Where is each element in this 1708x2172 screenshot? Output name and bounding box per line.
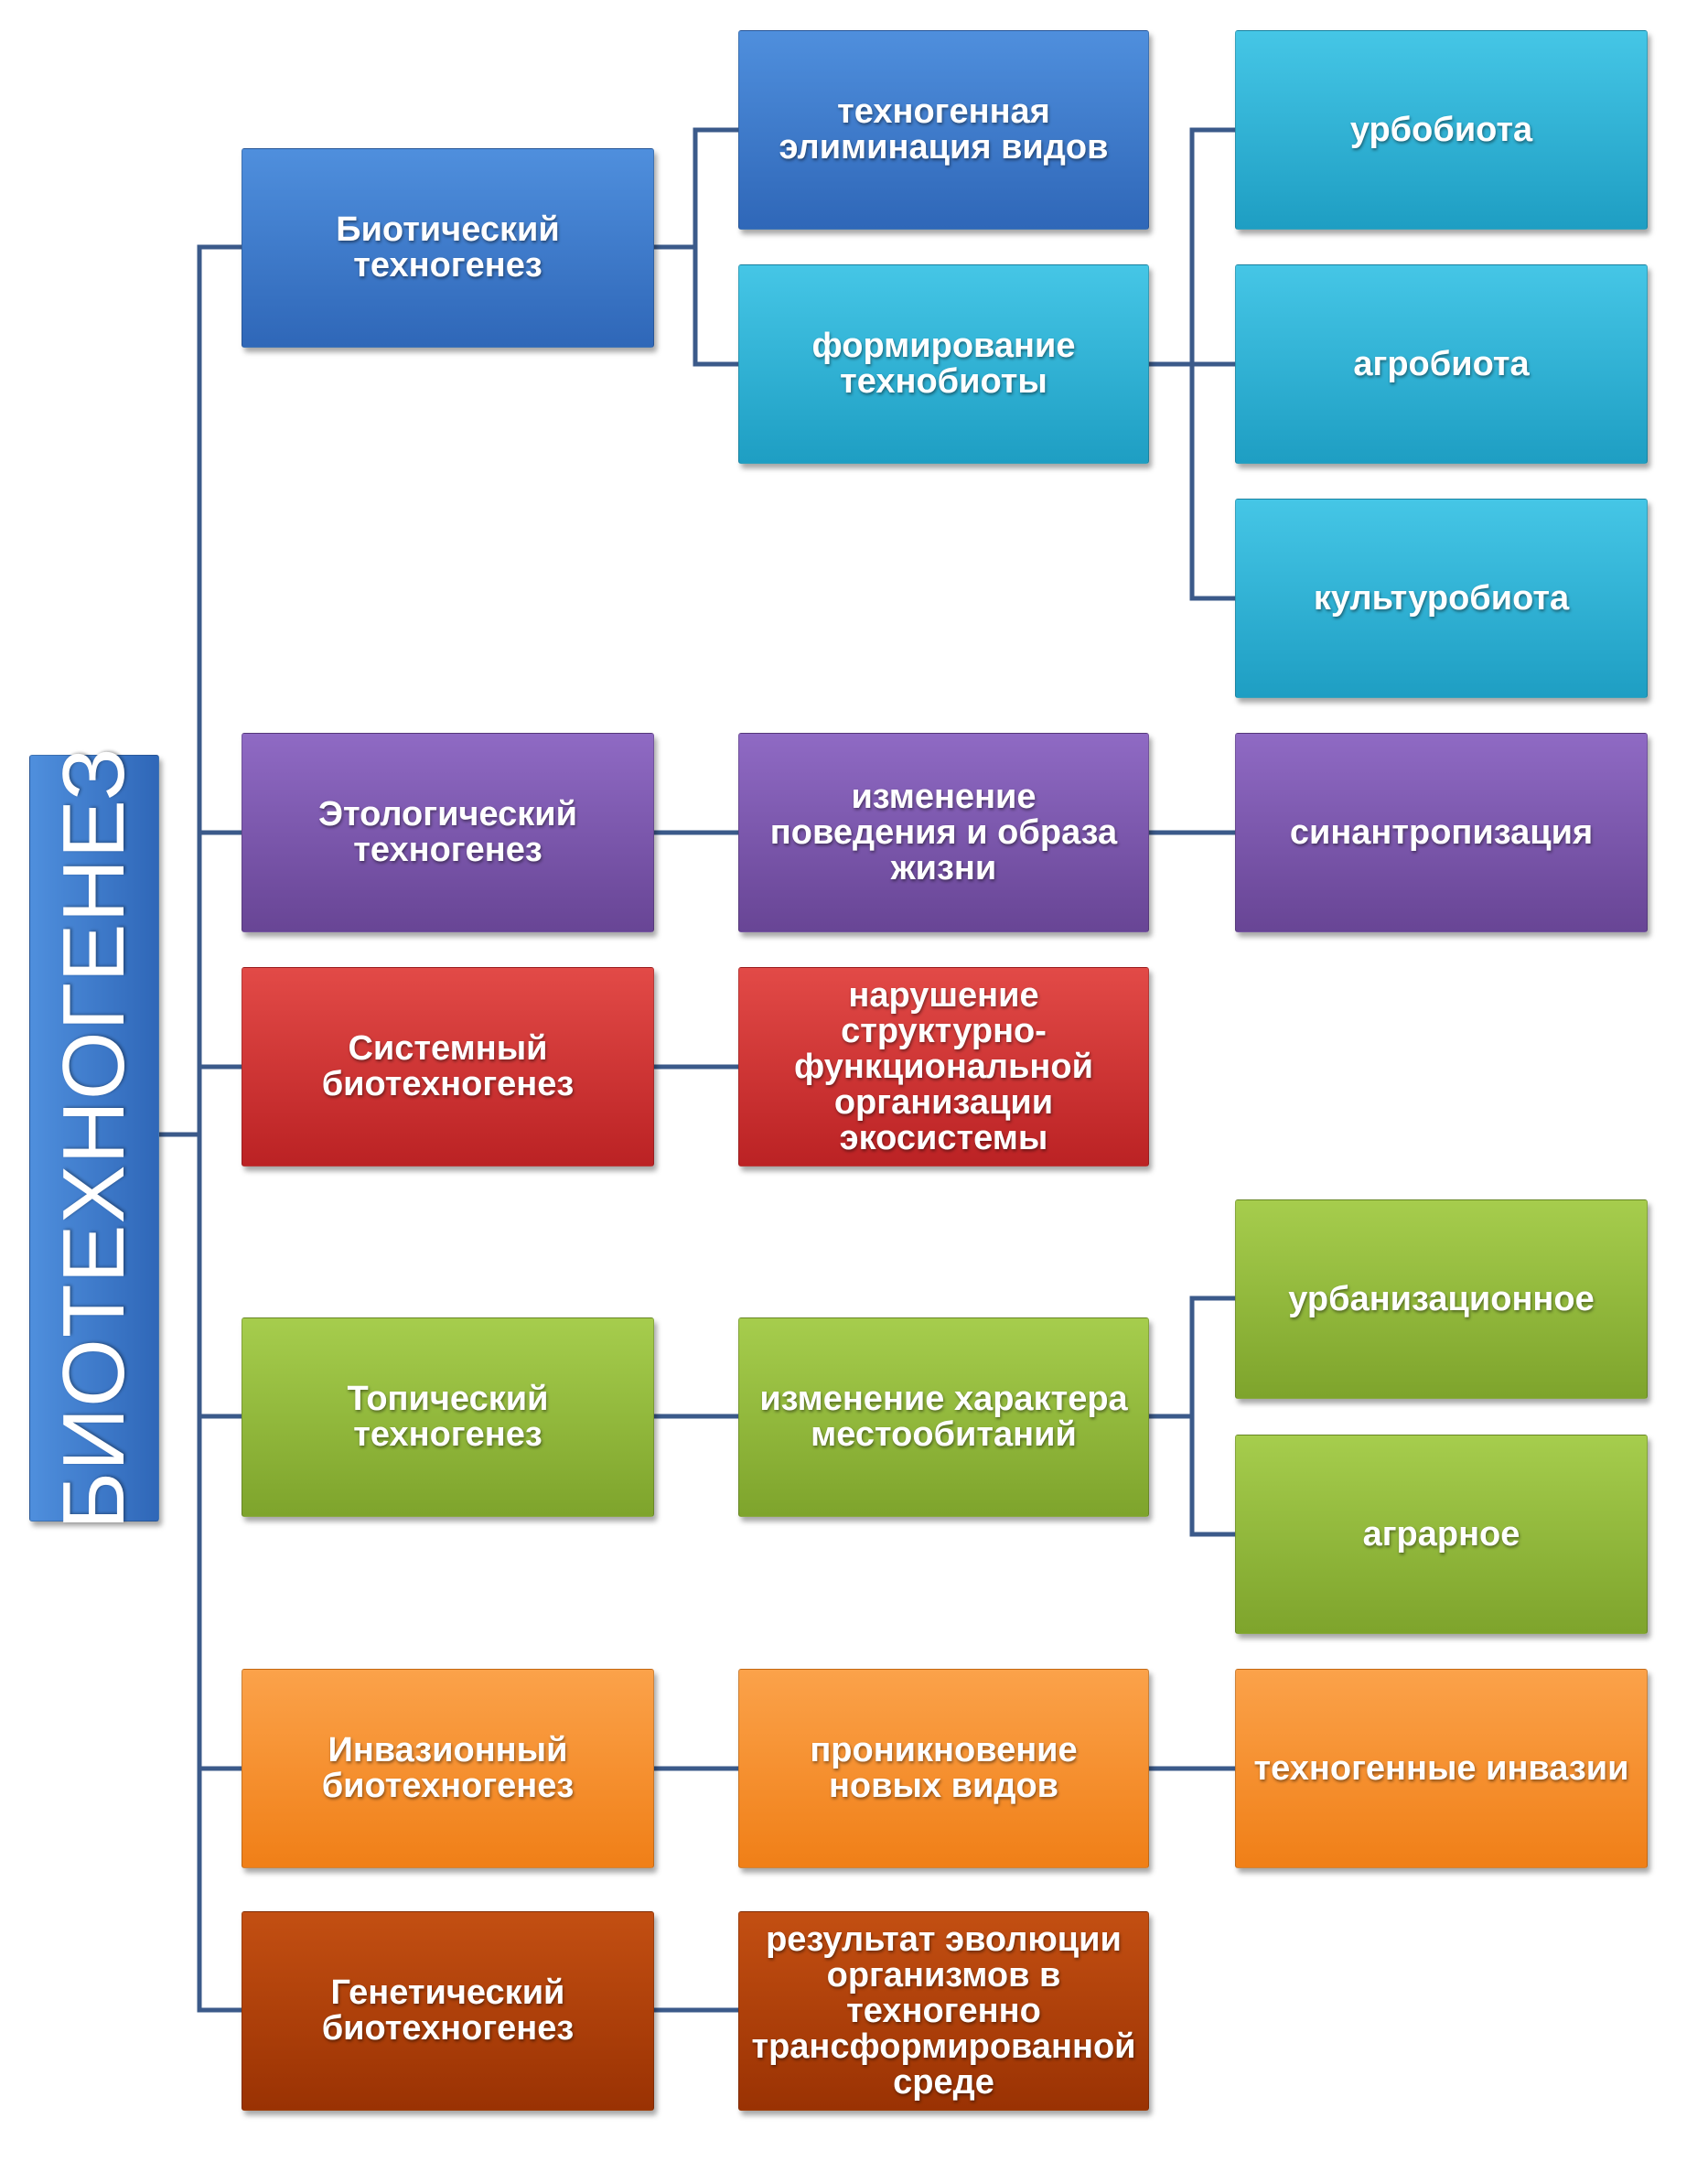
- node-systemic-biotechnogenesis: Системный биотехногенез: [242, 967, 654, 1167]
- node-technobiota-formation: формирование технобиоты: [738, 264, 1149, 464]
- node-culturobiota: культуробиота: [1235, 499, 1648, 698]
- node-agrobiota: агробиота: [1235, 264, 1648, 464]
- node-ethological-technogenesis: Этологический техногенез: [242, 733, 654, 932]
- node-behavior-lifestyle-change: изменение поведения и образа жизни: [738, 733, 1149, 932]
- root-node-biotechnogenesis: БИОТЕХНОГЕНЕЗ: [29, 747, 159, 1530]
- node-habitat-change: изменение характера местообитаний: [738, 1317, 1149, 1517]
- connector-technobiota-split: [1146, 127, 1238, 601]
- node-biotic-technogenesis: Биотический техногенез: [242, 148, 654, 348]
- root-label: БИОТЕХНОГЕНЕЗ: [45, 747, 143, 1530]
- node-invasive-biotechnogenesis: Инвазионный биотехногенез: [242, 1669, 654, 1868]
- node-urbanization: урбанизационное: [1235, 1199, 1648, 1399]
- node-technogenic-species-elimination: техногенная элиминация видов: [738, 30, 1149, 230]
- node-topical-technogenesis: Топический техногенез: [242, 1317, 654, 1517]
- connector-biotic-split: [651, 127, 741, 367]
- node-agrarian: аграрное: [1235, 1435, 1648, 1634]
- node-ecosystem-disruption: нарушение структурно- функциональной орг…: [738, 967, 1149, 1167]
- node-evolution-result: результат эволюции организмов в техноген…: [738, 1911, 1149, 2111]
- node-technogenic-invasions: техногенные инвазии: [1235, 1669, 1648, 1868]
- node-genetic-biotechnogenesis: Генетический биотехногенез: [242, 1911, 654, 2111]
- node-new-species-penetration: проникновение новых видов: [738, 1669, 1149, 1868]
- node-synanthropization: синантропизация: [1235, 733, 1648, 932]
- node-urbobiota: урбобиота: [1235, 30, 1648, 230]
- connector-topical-chain: [651, 1296, 1238, 1537]
